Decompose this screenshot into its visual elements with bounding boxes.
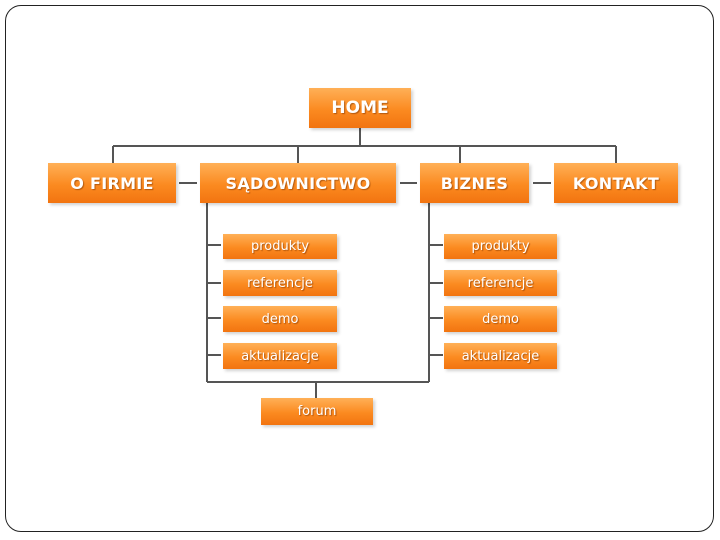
nav-o-firmie[interactable]: O FIRMIE (48, 163, 176, 203)
forum-box[interactable]: forum (261, 398, 373, 425)
biznes-aktualizacje[interactable]: aktualizacje (444, 343, 557, 369)
biznes-referencje[interactable]: referencje (444, 270, 557, 296)
nav-biznes[interactable]: BIZNES (420, 163, 529, 203)
biznes-produkty[interactable]: produkty (444, 234, 557, 259)
nav-kontakt[interactable]: KONTAKT (554, 163, 678, 203)
nav-sadownictwo[interactable]: SĄDOWNICTWO (200, 163, 396, 203)
sadownictwo-demo[interactable]: demo (223, 306, 337, 332)
home-box[interactable]: HOME (309, 88, 411, 128)
sadownictwo-produkty[interactable]: produkty (223, 234, 337, 259)
sadownictwo-aktualizacje[interactable]: aktualizacje (223, 343, 337, 369)
biznes-demo[interactable]: demo (444, 306, 557, 332)
sadownictwo-referencje[interactable]: referencje (223, 270, 337, 296)
